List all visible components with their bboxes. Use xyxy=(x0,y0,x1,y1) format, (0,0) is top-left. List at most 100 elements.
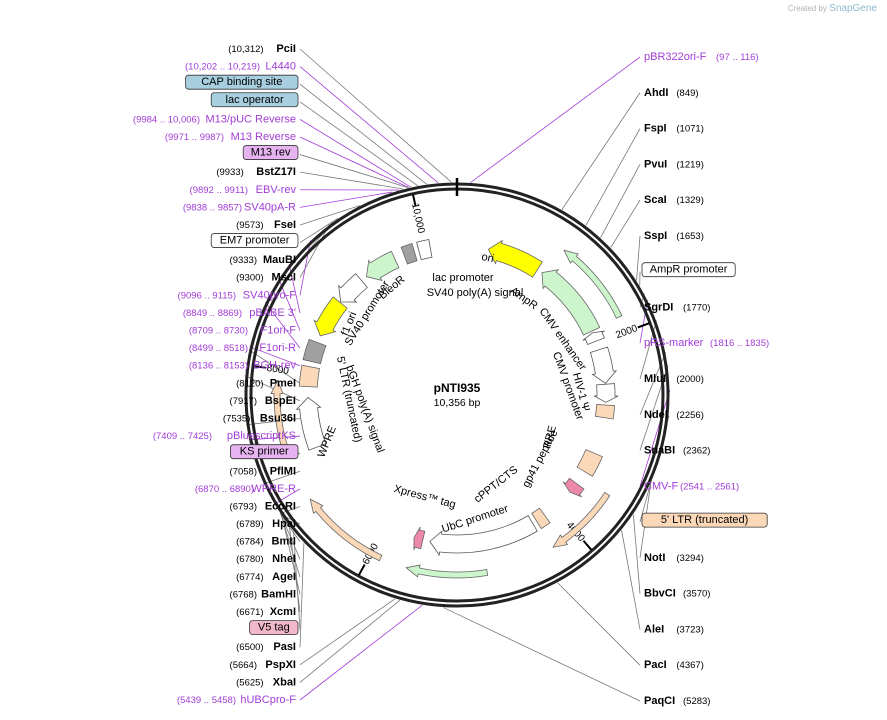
site-pos-fsei: (9573) xyxy=(236,220,263,231)
site-name-fsei: FseI xyxy=(274,219,296,231)
primer-pos-bgh-rev: (8136 .. 8153) xyxy=(189,361,248,372)
tick-mark-8000 xyxy=(253,365,267,369)
leader-scai xyxy=(610,199,641,248)
badge-label-5-ltr-truncated: 5' LTR (truncated) xyxy=(661,514,748,526)
badge-label-cap-binding-site: CAP binding site xyxy=(201,76,282,88)
primer-name-bgh-rev: BGH-rev xyxy=(253,360,296,372)
primer-pos-ebv-rev: (9892 .. 9911) xyxy=(190,185,248,196)
site-pos-scai: (1329) xyxy=(676,195,703,206)
badge-label-v5-tag: V5 tag xyxy=(258,622,290,634)
primer-name-prs-marker: pRS-marker xyxy=(644,337,704,349)
feature-label-ori: ori xyxy=(480,251,494,265)
site-name-pasi: PasI xyxy=(273,641,296,653)
site-name-bspei: BspEI xyxy=(265,395,296,407)
tick-mark-10000 xyxy=(412,194,417,207)
site-pos-pasi: (6500) xyxy=(236,642,263,653)
site-name-ahdi: AhdI xyxy=(644,87,668,99)
badge-label-m13-rev: M13 rev xyxy=(251,147,291,159)
site-name-pspxi: PspXI xyxy=(265,659,296,671)
leader-pbr322ori-f xyxy=(470,56,641,183)
leader-sspi xyxy=(636,235,641,281)
site-pos-agei: (6774) xyxy=(236,572,263,583)
site-name-pmei: PmeI xyxy=(270,377,296,389)
site-pos-bstz17i: (9933) xyxy=(216,167,243,178)
feature-ampr-promoter xyxy=(582,330,605,345)
feature-label-sv40-poly-a-signal: SV40 poly(A) signal xyxy=(427,287,524,299)
site-name-bmti: BmtI xyxy=(272,536,296,548)
site-pos-maubi: (9333) xyxy=(230,255,257,266)
tick-label-10000: 10,000 xyxy=(409,202,426,235)
badge-v5-tag xyxy=(249,620,299,636)
site-name-nhei: NheI xyxy=(272,553,296,565)
leader-bspei xyxy=(244,375,301,402)
leader-bmti xyxy=(280,514,301,542)
primer-name-pbluescriptks: pBluescriptKS xyxy=(227,430,296,442)
primer-name-ebv-rev: EBV-rev xyxy=(256,184,297,196)
tick-mark-4000 xyxy=(582,540,593,551)
feature-hiv-1 xyxy=(594,403,616,420)
site-pos-xcmi: (6671) xyxy=(236,607,263,618)
feature-rre xyxy=(576,449,603,477)
leader-cmv-f xyxy=(639,389,671,487)
leader-l4440 xyxy=(299,66,439,184)
leader-pcii xyxy=(299,48,452,183)
leader-paci xyxy=(557,582,641,666)
site-pos-mlui: (2000) xyxy=(676,374,703,385)
site-name-fspi: FspI xyxy=(644,123,667,135)
feature-cppt-cts xyxy=(531,507,551,530)
tick-mark-6000 xyxy=(358,564,366,576)
site-name-snabi: SnaBI xyxy=(644,445,675,457)
leader-sv40pro-f xyxy=(299,240,311,296)
site-pos-pspxi: (5664) xyxy=(230,660,257,671)
feature-label-lac-promoter: lac promoter xyxy=(432,272,493,284)
leader-pvui xyxy=(600,164,641,238)
site-name-hpai: HpaI xyxy=(272,518,296,530)
primer-name-m13-puc-reverse: M13/pUC Reverse xyxy=(206,113,296,125)
primer-pos-prs-marker: (1816 .. 1835) xyxy=(710,338,769,349)
leader-v5-tag xyxy=(293,531,301,630)
leader-pspxi xyxy=(299,598,396,666)
feature-label-gp41-peptide: gp41 peptide xyxy=(520,428,560,490)
site-name-bamhi: BamHI xyxy=(261,588,296,600)
site-name-scai: ScaI xyxy=(644,194,667,206)
site-pos-pmei: (8120) xyxy=(236,378,263,389)
snapgene-logo: SnapGene xyxy=(829,3,877,14)
site-name-pvui: PvuI xyxy=(644,158,667,170)
feature-outer-green-1 xyxy=(563,249,623,319)
primer-name-hubcpro-f: hUBCpro-F xyxy=(240,694,296,706)
leader-prs-marker xyxy=(639,299,648,344)
badge-ampr-promoter xyxy=(641,262,736,278)
site-pos-fspi: (1071) xyxy=(676,124,703,135)
feature-outer-green-2 xyxy=(405,564,489,579)
site-name-paci: PacI xyxy=(644,659,667,671)
leader-m13-puc-reverse xyxy=(299,119,411,188)
leader-fspi xyxy=(585,128,641,226)
primer-pos-sv40pa-r: (9838 .. 9857) xyxy=(183,202,242,213)
site-pos-bspei: (7917) xyxy=(230,396,257,407)
site-name-noti: NotI xyxy=(644,552,665,564)
site-name-msci: MscI xyxy=(272,272,296,284)
site-name-bstz17i: BstZ17I xyxy=(256,166,296,178)
site-name-mlui: MluI xyxy=(644,373,666,385)
site-name-bbvci: BbvCI xyxy=(644,588,676,600)
primer-pos-wpre-r: (6870 .. 6890) xyxy=(195,484,254,495)
feature-5-ltr-truncated xyxy=(298,364,320,388)
site-pos-msci: (9300) xyxy=(236,273,263,284)
feature-wpre xyxy=(295,396,327,451)
site-pos-bsu36i: (7535) xyxy=(223,413,250,424)
snapgene-credit: Created by SnapGene xyxy=(788,3,877,14)
site-name-bsu36i: Bsu36I xyxy=(260,412,296,424)
site-name-xbai: XbaI xyxy=(273,676,296,688)
badge-lac-operator xyxy=(210,92,299,108)
site-name-sspi: SspI xyxy=(644,230,667,242)
primer-name-sv40pa-r: SV40pA-R xyxy=(244,201,296,213)
plasmid-size: 10,356 bp xyxy=(434,397,481,409)
primer-pos-m13-puc-reverse: (9984 .. 10,006) xyxy=(133,114,200,125)
primer-name-cmv-f: CMV-F xyxy=(644,480,679,492)
leader-em7-promoter xyxy=(299,217,339,243)
primer-name-l4440: L4440 xyxy=(265,61,296,73)
tick-mark-2000 xyxy=(637,322,650,329)
badge-m13-rev xyxy=(242,145,299,160)
site-name-maubi: MauBI xyxy=(263,254,296,266)
leader-pasi xyxy=(299,543,305,648)
